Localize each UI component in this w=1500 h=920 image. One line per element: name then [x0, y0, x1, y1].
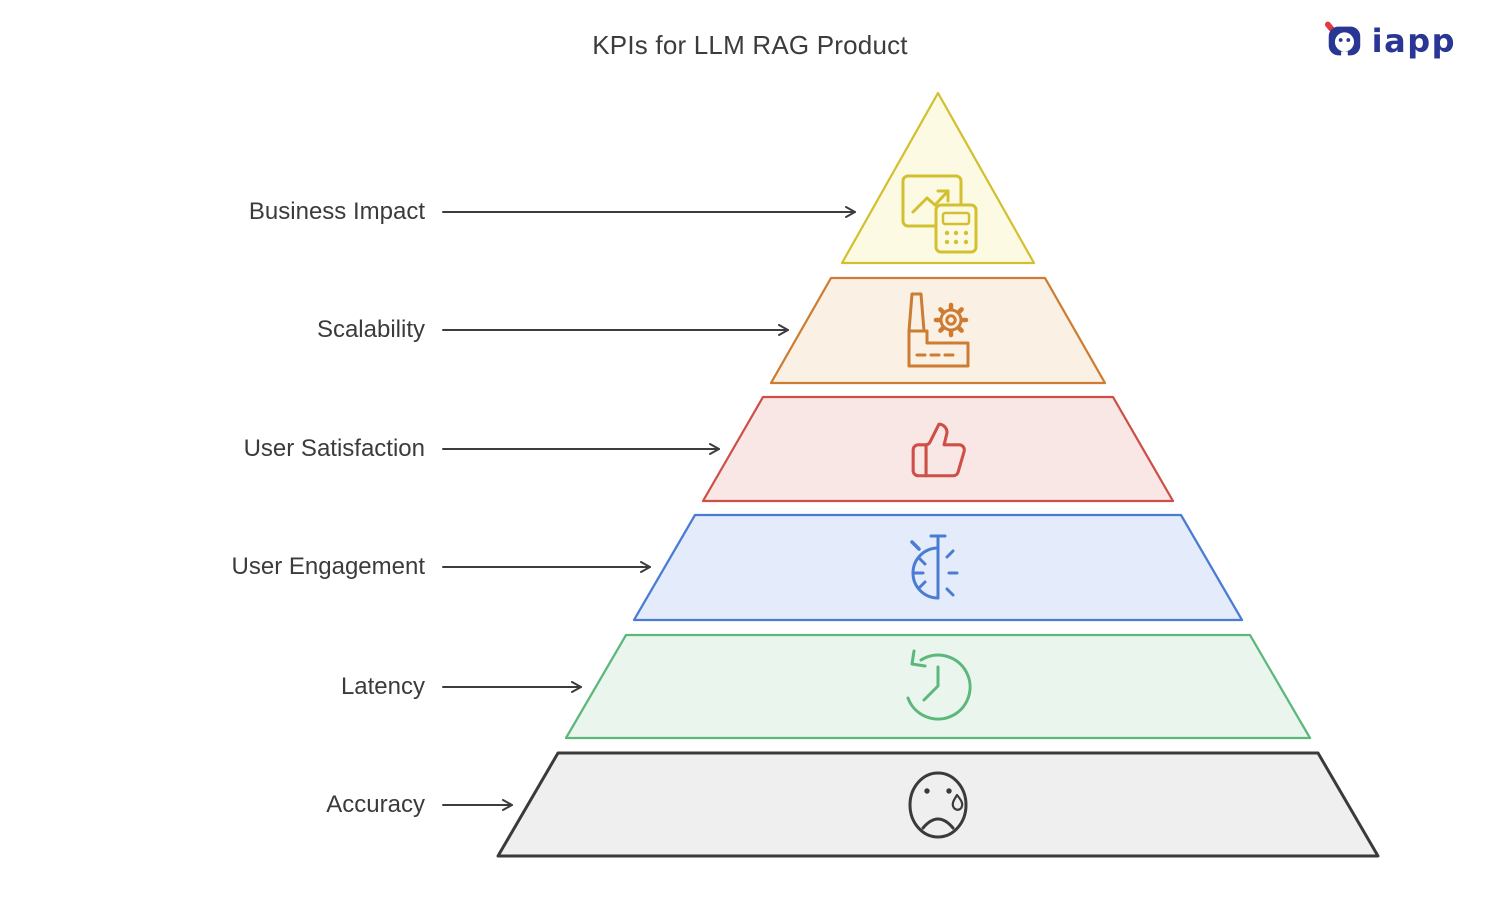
- iapp-logo: iapp: [1323, 20, 1456, 62]
- label-arrows: [442, 206, 856, 811]
- level-label-scalability: Scalability: [316, 316, 425, 343]
- diagram-title: KPIs for LLM RAG Product: [592, 30, 908, 60]
- level-label-user-engagement: User Engagement: [231, 553, 425, 580]
- pyramid-level-accuracy: [496, 751, 1380, 858]
- pyramid-level-scalability: [769, 276, 1107, 385]
- iapp-logo-text: iapp: [1371, 22, 1456, 60]
- iapp-robot-icon: [1324, 21, 1360, 57]
- level-label-latency: Latency: [340, 673, 425, 700]
- thumbs-up-icon: [911, 422, 966, 478]
- level-label-business-impact: Business Impact: [248, 198, 425, 225]
- stopwatch-icon: [910, 534, 959, 600]
- clock-rewind-icon: [906, 649, 972, 721]
- pyramid-level-user-satisfaction: [701, 395, 1175, 503]
- level-label-user-satisfaction: User Satisfaction: [243, 435, 425, 462]
- level-label-accuracy: Accuracy: [326, 791, 425, 818]
- sad-face-icon: [908, 771, 968, 839]
- pyramid-level-business-impact: [840, 91, 1036, 265]
- chart-calculator-icon: [901, 174, 978, 254]
- factory-gear-icon: [907, 292, 970, 368]
